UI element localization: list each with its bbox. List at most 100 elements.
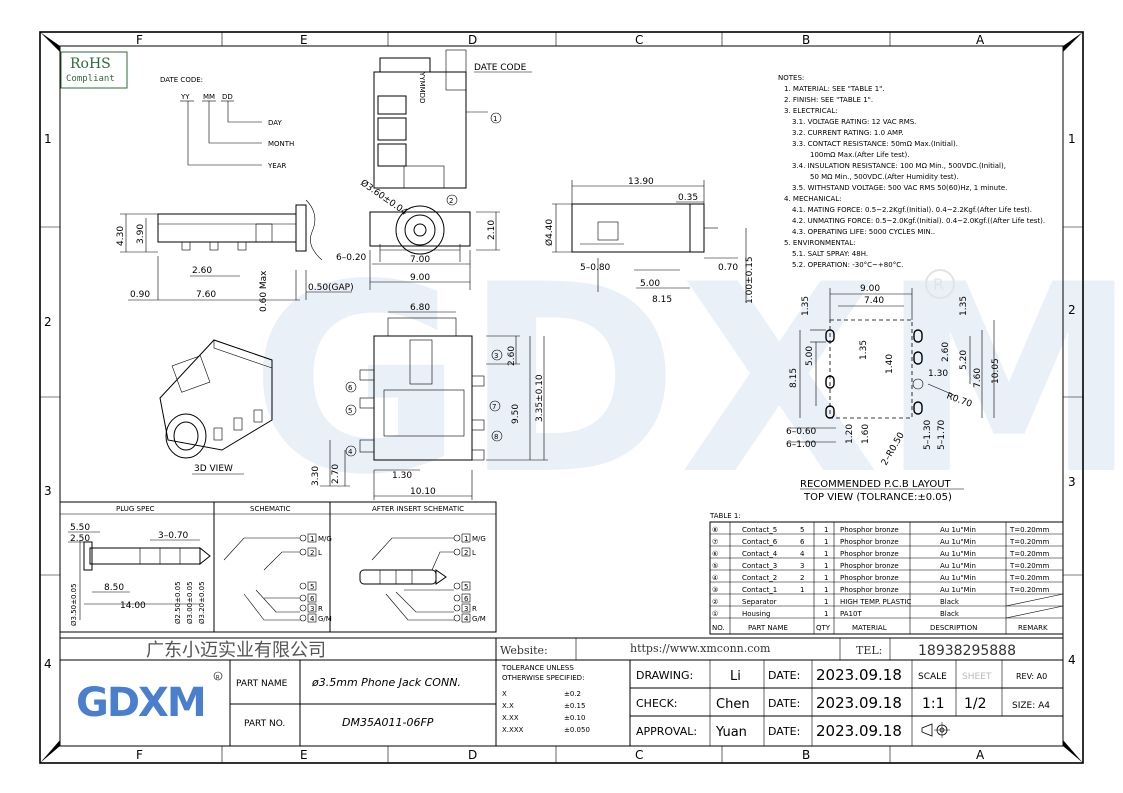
table-cell: ⑦	[712, 538, 718, 546]
dim-front-6-020: 6–0.20	[336, 253, 367, 263]
svg-text:1: 1	[464, 535, 468, 543]
table-cell: 1	[824, 610, 828, 618]
part-name-label: PART NAME	[236, 679, 288, 689]
table-cell: Phosphor bronze	[840, 538, 899, 546]
dim-pcb-760: 7.60	[973, 368, 983, 388]
dim-pcb-135a: 1.35	[801, 296, 811, 316]
tolerance-title: TOLERANCE UNLESS	[501, 664, 574, 672]
dim-top-330: 3.30	[311, 466, 321, 486]
zone-col-top: B	[802, 33, 810, 47]
dim-pcb-160: 1.60	[861, 424, 871, 444]
table-cell: Contact_4	[742, 550, 778, 558]
table-cell: T=0.20mm	[1009, 562, 1050, 570]
table-cell: Au 1u"Min	[940, 586, 976, 594]
dim-pcb-5-130: 5–1.30	[923, 419, 933, 450]
website-url: https://www.xmconn.com	[630, 642, 771, 655]
zone-row-left: 2	[44, 315, 52, 329]
dim-pcb-520: 5.20	[959, 350, 969, 370]
zone-row-left: 4	[44, 657, 52, 671]
zone-col-top: F	[136, 33, 143, 47]
table-cell: Phosphor bronze	[840, 586, 899, 594]
dim-r-070: 0.70	[718, 263, 738, 273]
notes-line: 2. FINISH: SEE "TABLE 1".	[784, 96, 873, 104]
dim-top-335: 3.35±0.10	[535, 374, 545, 422]
tol-value: ±0.2	[564, 690, 581, 698]
3d-view: 3D VIEW	[159, 339, 273, 475]
sheet-size: SIZE: A4	[1012, 701, 1050, 711]
table-cell: 1	[824, 538, 828, 546]
table-cell: ③	[712, 586, 718, 594]
svg-text:R: R	[933, 275, 944, 294]
rohs-badge: RoHS Compliant	[60, 51, 128, 89]
table-cell: 4	[800, 550, 805, 558]
table-cell: PA10T	[840, 610, 862, 618]
dim-r-1390: 13.90	[628, 177, 654, 187]
website-label: Website:	[500, 644, 548, 657]
dim-r-100: 1.00±0.15	[745, 256, 755, 304]
side-view: 4.30 3.90 2.60 0.90 7.60 0.60 Max 0.50(G…	[116, 199, 354, 312]
dim-pcb-815: 8.15	[789, 368, 799, 388]
gdxm-logo: GDXM R	[76, 671, 223, 726]
dim-pcb-500: 5.00	[805, 346, 815, 366]
date-code-stamp: YYMMDD	[418, 71, 426, 103]
dim-pcb-135b: 1.35	[959, 296, 969, 316]
table-cell: 1	[824, 526, 828, 534]
dim-r-815: 8.15	[652, 295, 672, 305]
svg-text:5: 5	[348, 407, 352, 415]
date-label: DATE:	[768, 725, 800, 738]
schem-pin-mg: M/G	[318, 535, 332, 543]
svg-text:1: 1	[310, 535, 314, 543]
table-cell: Au 1u"Min	[940, 526, 976, 534]
plug-spec-title: PLUG SPEC	[116, 505, 155, 513]
dim-pcb-900: 9.00	[860, 284, 880, 294]
dim-front-900: 9.00	[410, 273, 430, 283]
table-header-remark: REMARK	[1018, 624, 1048, 632]
zone-col-bottom: C	[635, 748, 643, 762]
date-label: DATE:	[768, 697, 800, 710]
table-cell: T=0.20mm	[1009, 550, 1050, 558]
svg-text:3: 3	[494, 352, 498, 360]
table-cell: 5	[800, 526, 804, 534]
svg-text:3: 3	[310, 605, 314, 613]
notes-line: 4.2. UNMATING FORCE: 0.5~2.0Kgf.(Initial…	[792, 217, 1045, 225]
table-cell: T=0.20mm	[1009, 538, 1050, 546]
svg-text:8: 8	[494, 433, 498, 441]
tol-value: ±0.050	[564, 726, 590, 734]
dim-front-700: 7.00	[410, 255, 430, 265]
date-code-yy: YY	[180, 93, 190, 101]
table1-title: TABLE 1:	[709, 512, 741, 520]
part-no-value: DM35A011-06FP	[342, 716, 434, 729]
zone-row-left: 3	[44, 484, 52, 498]
approved-by: Yuan	[715, 725, 747, 740]
company-name: 广东小迈实业有限公司	[146, 640, 326, 661]
dim-pcb-5-170: 5–1.70	[937, 419, 947, 450]
after-insert-title: AFTER INSERT SCHEMATIC	[372, 505, 464, 513]
table-cell: 2	[800, 574, 804, 582]
dim-pcb-6-060: 6–0.60	[786, 427, 817, 437]
dim-r-dia440: Ø4.40	[544, 219, 555, 246]
notes-line: 3.5. WITHSTAND VOLTAGE: 500 VAC RMS 50(6…	[792, 184, 1007, 192]
table-cell: Contact_6	[742, 538, 778, 546]
table-cell: Phosphor bronze	[840, 562, 899, 570]
notes: NOTES: 1. MATERIAL: SEE "TABLE 1". 2. FI…	[778, 74, 1045, 269]
notes-line: 5.2. OPERATION: -30°C~+80°C.	[792, 261, 903, 269]
dim-top-270: 2.70	[331, 464, 341, 484]
housing-top-view: YYMMDD DATE CODE 1	[373, 49, 532, 189]
svg-text:2: 2	[310, 549, 314, 557]
dim-top-260: 2.60	[507, 346, 517, 366]
dim-side-260: 2.60	[192, 266, 212, 276]
svg-text:2: 2	[449, 197, 453, 205]
dim-top-680: 6.80	[410, 303, 430, 313]
drawing-date: 2023.09.18	[816, 666, 902, 684]
date-label: DATE:	[768, 669, 800, 682]
dim-side-060: 0.60 Max	[259, 270, 269, 312]
table-cell: Phosphor bronze	[840, 526, 899, 534]
logo-text: GDXM	[76, 680, 205, 726]
table-cell: Contact_5	[742, 526, 777, 534]
dim-plug-1400: 14.00	[120, 601, 146, 611]
registered-mark	[925, 269, 955, 299]
dim-top-950: 9.50	[511, 404, 521, 424]
after-pin-l: L	[472, 549, 476, 557]
sheet-value: 1/2	[964, 696, 987, 712]
